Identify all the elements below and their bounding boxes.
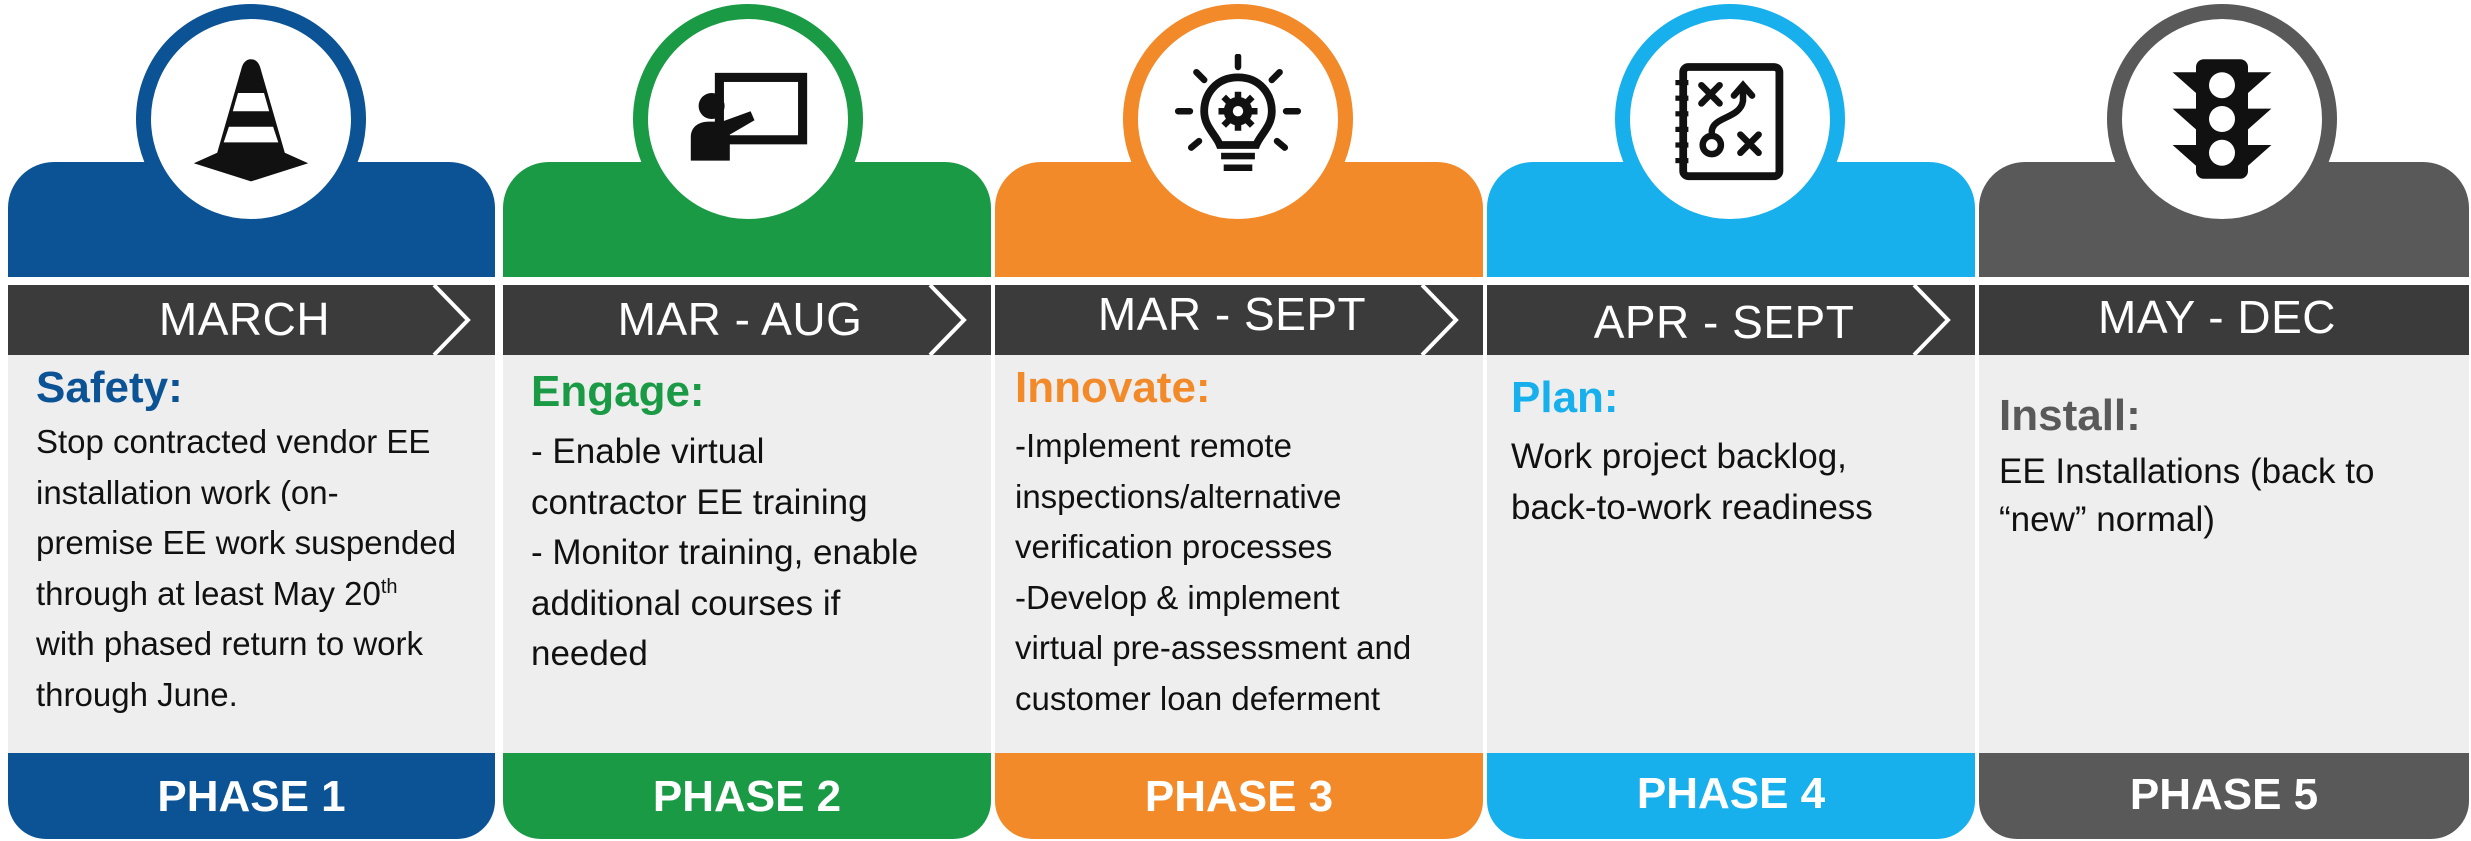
phase-1-icon-circle [136,4,366,234]
phase-5-description: EE Installations (back to “new” normal) [1999,452,2375,539]
phase-2: MAR - AUG Engage: - Enable virtual contr… [503,0,991,839]
phase-1-description-superscript: th [380,575,398,598]
timeline-band [1487,285,1975,355]
phase-5-body: Install: EE Installations (back to “new”… [1979,355,2469,753]
phase-5-footer: PHASE 5 [1979,753,2469,839]
phase-3-title: Innovate: [1015,363,1211,412]
chevron-separator-icon [928,285,988,355]
phase-2-footer: PHASE 2 [503,753,991,839]
phase-2-body: Engage: - Enable virtual contractor EE t… [503,355,991,753]
phase-4-footer: PHASE 4 [1487,753,1975,839]
presenter-board-icon [690,72,808,161]
phase-3-timeframe: MAR - SEPT [1097,288,1367,340]
phase-3-body: Innovate: -Implement remote inspections/… [995,355,1483,753]
phase-4-timeframe: APR - SEPT [1593,296,1855,348]
phase-4-icon-circle [1615,4,1845,234]
phase-3: MAR - SEPT Innovate: -Implement remote i… [995,0,1483,839]
phase-3-icon-circle [1123,4,1353,234]
phase-2-title: Engage: [531,367,705,416]
phase-2-timeframe: MAR - AUG [617,293,863,345]
phase-3-footer: PHASE 3 [995,753,1483,839]
phase-1-body: Safety: Stop contracted vendor EE instal… [8,355,495,753]
phase-1-title: Safety: [36,363,183,412]
strategy-plan-icon [1675,63,1784,181]
lightbulb-gear-icon [1174,54,1302,171]
phase-4-body: Plan: Work project backlog, back-to-work… [1487,355,1975,753]
phase-2-icon-circle [633,4,863,234]
phase-3-description: -Implement remote inspections/alternativ… [1015,427,1412,717]
timeline-band [503,285,991,355]
phase-4: APR - SEPT Plan: Work project backlog, b… [1487,0,1975,839]
phase-1-timeframe: MARCH [158,293,331,345]
phase-5: MAY - DEC Install: EE Installations (bac… [1979,0,2469,839]
chevron-separator-icon [432,285,492,355]
phase-1-description: Stop contracted vendor EE installation w… [36,417,481,720]
chevron-separator-icon [1420,285,1480,355]
traffic-cone-icon [193,59,309,182]
phase-4-title: Plan: [1511,373,1619,422]
phase-5-timeframe: MAY - DEC [2098,291,2336,343]
chevron-separator-icon [1912,285,1972,355]
phase-1-description-part2: with phased return to work through June. [36,625,424,713]
phase-1: MARCH Safety: Stop contracted vendor EE … [8,0,495,839]
phase-5-title: Install: [1999,391,2141,440]
timeline-band [8,285,495,355]
phase-4-description: Work project backlog, back-to-work readi… [1511,437,1873,527]
phase-1-description-part1: Stop contracted vendor EE installation w… [36,423,457,612]
timeline-band [1979,285,2469,355]
phase-2-description: - Enable virtual contractor EE training … [531,432,919,673]
phase-5-icon-circle [2107,4,2337,234]
timeline-band [995,285,1483,355]
traffic-light-icon [2172,59,2272,179]
phase-1-footer: PHASE 1 [8,753,495,839]
